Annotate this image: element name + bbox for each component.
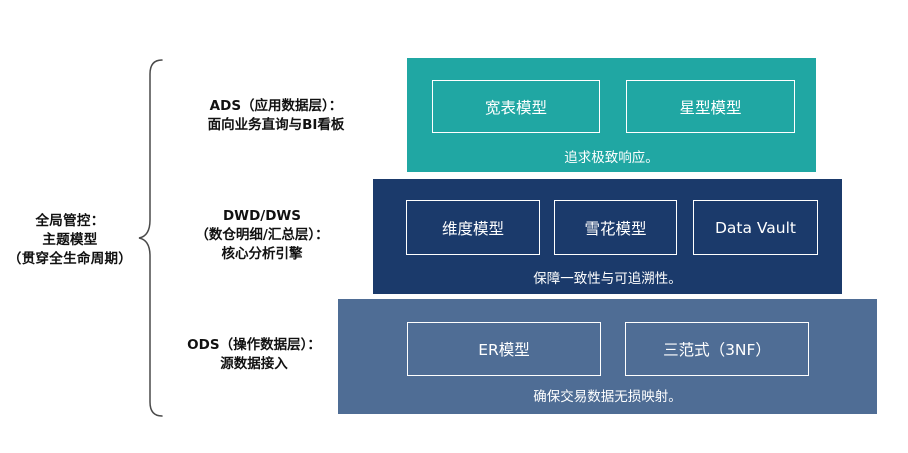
snowflake-model-box: 雪花模型	[554, 200, 677, 255]
overall-label-line1: 全局管控：	[35, 213, 105, 229]
ads-caption-line2: 面向业务直询与BI看板	[207, 117, 345, 133]
ads-note: 追求极致响应。	[564, 150, 659, 166]
third-normal-form-box: 三范式（3NF）	[625, 322, 809, 376]
ads-caption-line1: ADS（应用数据层）：	[209, 98, 343, 114]
overall-label-line2: 主题模型	[42, 232, 98, 248]
dwd-layer-panel: 维度模型 雪花模型 Data Vault 保障一致性与可追溯性。	[373, 179, 842, 294]
dimension-model-box: 维度模型	[406, 200, 540, 255]
dwd-caption-line1: DWD/DWS	[222, 208, 302, 224]
dwd-caption-line3: 核心分析引擎	[221, 246, 303, 262]
ods-caption-line1: ODS（操作数据层）：	[187, 337, 321, 353]
overall-governance-label: 全局管控： 主题模型 （贯穿全生命周期）	[6, 212, 134, 269]
ads-caption: ADS（应用数据层）： 面向业务直询与BI看板	[180, 97, 372, 135]
star-model-box: 星型模型	[626, 80, 795, 133]
er-model-box: ER模型	[407, 322, 601, 376]
ods-layer-panel: ER模型 三范式（3NF） 确保交易数据无损映射。	[338, 299, 877, 414]
data-vault-box: Data Vault	[693, 200, 818, 255]
overall-label-line3: （贯穿全生命周期）	[7, 251, 133, 267]
ods-caption-line2: 源数据接入	[220, 356, 288, 372]
ads-layer-panel: 宽表模型 星型模型 追求极致响应。	[407, 58, 816, 172]
ods-note: 确保交易数据无损映射。	[533, 389, 682, 405]
wide-table-model-box: 宽表模型	[432, 80, 600, 133]
left-brace	[138, 59, 163, 417]
dwd-note: 保障一致性与可追溯性。	[533, 271, 682, 287]
dwd-caption: DWD/DWS （数仓明细/汇总层）： 核心分析引擎	[166, 207, 358, 264]
ods-caption: ODS（操作数据层）： 源数据接入	[164, 336, 344, 374]
dwd-caption-line2: （数仓明细/汇总层）：	[195, 227, 329, 243]
